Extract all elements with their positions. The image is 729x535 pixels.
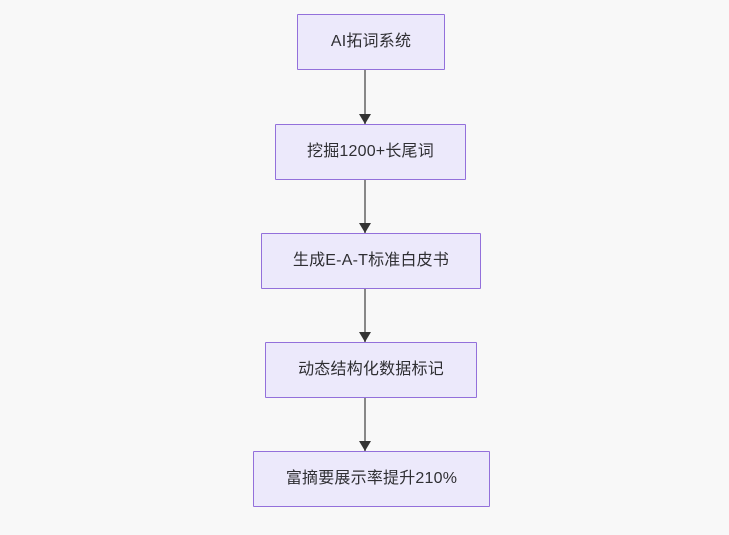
connector-line [364, 289, 366, 342]
flowchart-node-mine-longtail-keywords[interactable]: 挖掘1200+长尾词 [275, 124, 466, 180]
node-label: 富摘要展示率提升210% [285, 470, 458, 487]
arrowhead-down-icon [359, 441, 371, 451]
node-label: 动态结构化数据标记 [298, 361, 444, 378]
connector-line [364, 70, 366, 124]
flowchart-node-dynamic-structured-data-markup[interactable]: 动态结构化数据标记 [265, 342, 477, 398]
node-label: 挖掘1200+长尾词 [307, 143, 434, 160]
connector-n1-n2 [355, 70, 375, 124]
connector-n4-n5 [355, 398, 375, 451]
arrowhead-down-icon [359, 223, 371, 233]
node-label: AI拓词系统 [330, 33, 412, 50]
arrowhead-down-icon [359, 332, 371, 342]
connector-line [364, 398, 366, 451]
connector-n2-n3 [355, 180, 375, 233]
flowchart-node-rich-snippet-rate-increase[interactable]: 富摘要展示率提升210% [253, 451, 490, 507]
connector-n3-n4 [355, 289, 375, 342]
node-label: 生成E-A-T标准白皮书 [292, 252, 450, 269]
connector-line [364, 180, 366, 233]
flowchart-node-ai-keyword-system[interactable]: AI拓词系统 [297, 14, 445, 70]
arrowhead-down-icon [359, 114, 371, 124]
flowchart-node-generate-eat-whitepaper[interactable]: 生成E-A-T标准白皮书 [261, 233, 481, 289]
